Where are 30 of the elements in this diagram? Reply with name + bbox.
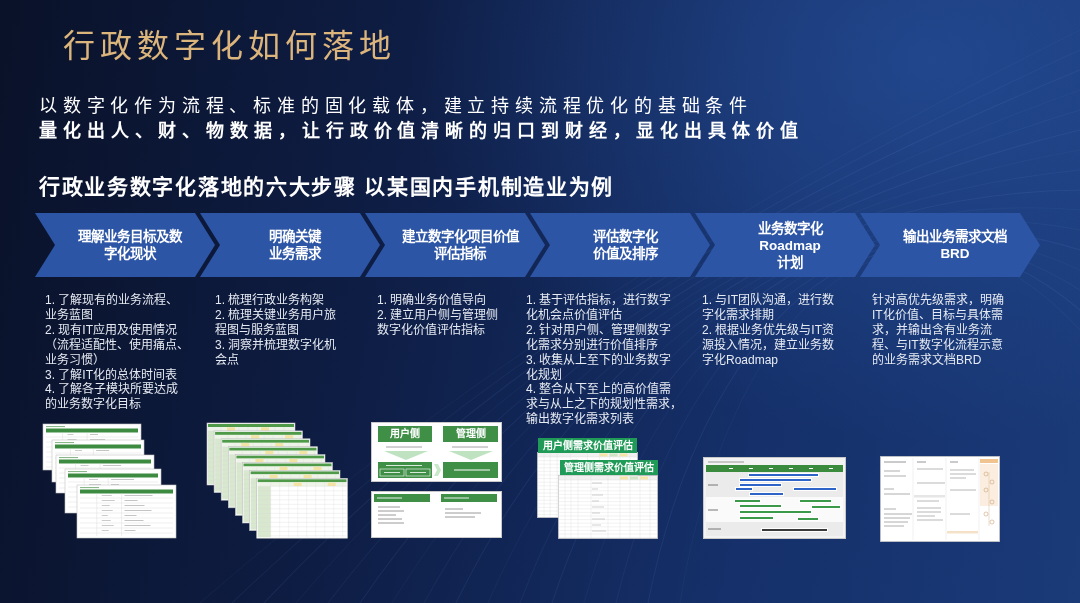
step-description: 1. 明确业务价值导向: [377, 293, 488, 308]
step-description: 1. 梳理行政业务构架: [215, 293, 326, 308]
step-description: 4. 了解各子模块所要达成的业务数字化目标: [45, 382, 180, 413]
slide-title: 行政数字化如何落地: [63, 27, 396, 66]
step-description: 3. 了解IT化的总体时间表: [45, 367, 178, 382]
subtitle-text: 量化出人、财、物数据，让行政价值清晰的归口到财经，显化出具体价值: [39, 120, 804, 143]
step-description: 4. 整合从下至上的高价值需求与从上之下的规划性需求，输出数字化需求列表: [526, 382, 683, 428]
process-step: 评估数字化价值及排序: [530, 213, 710, 277]
step-description: 2. 建立用户侧与管理侧数字化价值评估指标: [377, 307, 500, 338]
step-description: 2. 现有IT应用及使用情况（流程适配性、使用痛点、业务习惯）: [45, 322, 190, 368]
section-heading: 行政业务数字化落地的六大步骤 以某国内手机制造业为例: [39, 174, 615, 200]
section-header: 用户侧: [378, 426, 432, 442]
section-header: 管理侧: [443, 426, 498, 442]
step-description: 2. 根据业务优先级与IT资源投入情况，建立业务数字化Roadmap: [702, 322, 835, 368]
step-description: 2. 梳理关键业务用户旅程图与服务蓝图: [215, 307, 338, 338]
header-bar: 管理侧需求价值评估: [560, 460, 658, 475]
step-description: 3. 洞察并梳理数字化机会点: [215, 337, 338, 368]
step-description: 1. 了解现有的业务流程、业务蓝图: [45, 293, 180, 323]
step-description: 2. 针对用户侧、管理侧数字化需求分别进行价值排序: [526, 322, 673, 353]
step-description: 针对高优先级需求，明确IT化价值、目标与具体需求，并输出含有业务流程、与IT数字化流程示意的业务需求文档BRD: [872, 293, 1005, 368]
process-step: 建立数字化项目价值评估指标: [365, 213, 545, 277]
header-bar: 用户侧需求价值评估: [538, 438, 637, 453]
step-description: 3. 收集从上至下的业务数字化规划: [526, 352, 673, 382]
step-description: 1. 基于评估指标，进行数字化机会点价值评估: [526, 293, 673, 323]
process-step: 明确关键业务需求: [200, 213, 380, 277]
process-step: 输出业务需求文档BRD: [860, 213, 1040, 277]
process-step: 业务数字化Roadmap计划: [695, 213, 875, 277]
subtitle-text: 以数字化作为流程、标准的固化载体，建立持续流程优化的基础条件: [39, 95, 753, 118]
step-description: 1. 与IT团队沟通，进行数字化需求排期: [702, 293, 835, 323]
process-step: 理解业务目标及数字化现状: [35, 213, 215, 277]
